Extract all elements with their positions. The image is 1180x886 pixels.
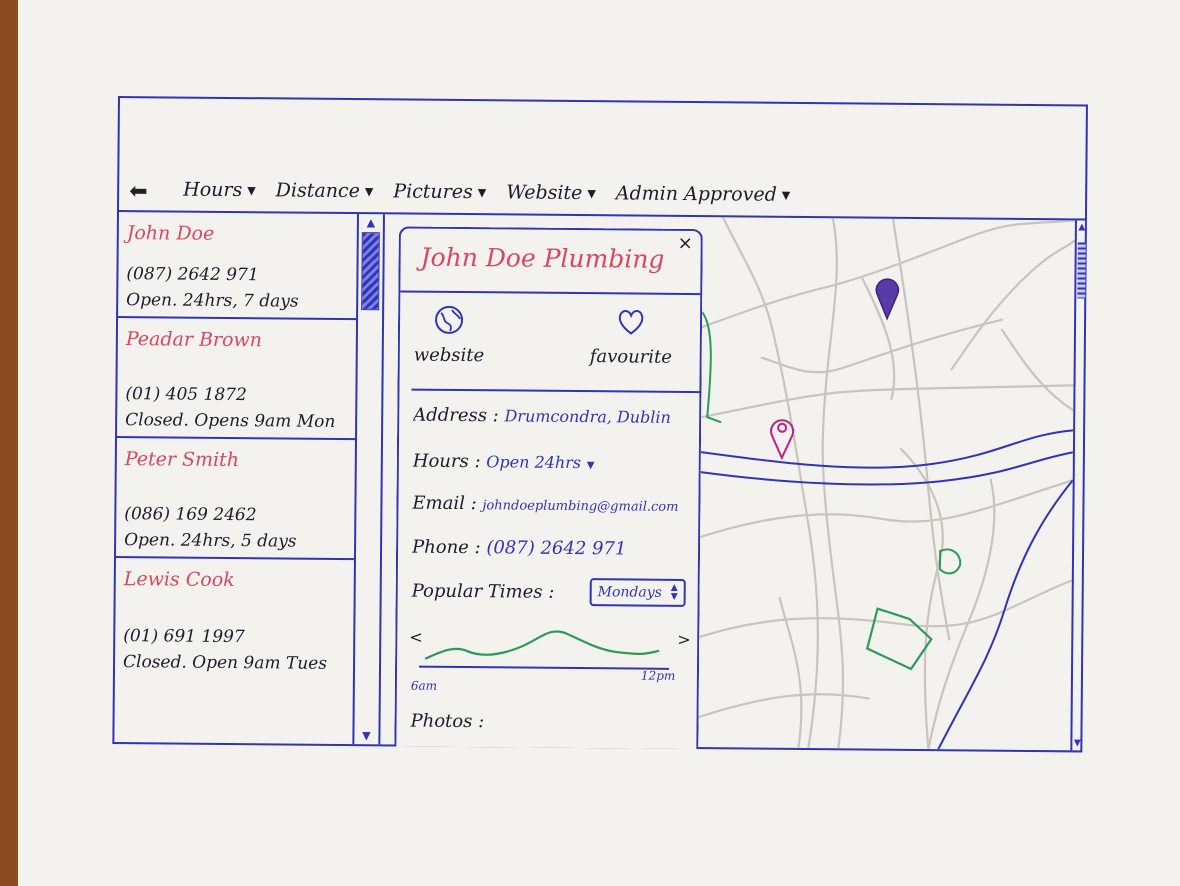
listing-phone: (01) 405 1872 <box>125 384 247 406</box>
chevron-down-icon: ▼ <box>781 188 791 202</box>
listing-phone: (086) 169 2462 <box>124 504 257 526</box>
email-link[interactable]: johndoeplumbing@gmail.com <box>482 498 679 515</box>
listing-status: Closed. Opens 9am Mon <box>125 410 336 432</box>
listing-status: Closed. Open 9am Tues <box>122 652 328 674</box>
favourite-button[interactable]: favourite <box>590 306 673 368</box>
chart-start-label: 6am <box>410 678 438 693</box>
chevron-down-icon: ▼ <box>364 184 374 198</box>
hours-value: Open 24hrs <box>486 452 582 473</box>
map-view[interactable] <box>698 217 1075 751</box>
app-window: ⬅ Hours ▼ Distance ▼ Pictures ▼ Website … <box>112 96 1088 753</box>
chart-line <box>424 630 660 660</box>
listing-name: Lewis Cook <box>123 568 235 592</box>
address-value: Drumcondra, Dublin <box>504 406 671 427</box>
scroll-up-arrow-icon[interactable]: ▲ <box>366 216 376 230</box>
listing-name: John Doe <box>126 222 215 245</box>
chart-end-label: 12pm <box>640 668 676 683</box>
back-arrow-icon[interactable]: ⬅ <box>129 179 148 205</box>
filter-website[interactable]: Website ▼ <box>506 181 596 205</box>
chevron-down-icon: ▼ <box>586 460 595 472</box>
scrollbar-thumb[interactable] <box>361 232 380 311</box>
chart-axis <box>419 665 670 670</box>
up-down-arrows-icon: ▲▼ <box>670 582 678 602</box>
magenta-map-pin-icon[interactable] <box>769 414 795 460</box>
scroll-down-arrow-icon[interactable]: ▼ <box>1073 738 1081 749</box>
close-icon[interactable]: × <box>677 232 693 255</box>
listing-phone: (01) 691 1997 <box>123 626 245 648</box>
chevron-down-icon: ▼ <box>247 183 256 197</box>
divider <box>411 388 702 394</box>
filter-admin-approved[interactable]: Admin Approved ▼ <box>615 182 791 206</box>
hours-row[interactable]: Hours : Open 24hrs ▼ <box>412 450 595 473</box>
listing-status: Open. 24hrs, 5 days <box>124 530 297 552</box>
heart-icon <box>618 309 644 335</box>
scroll-down-arrow-icon[interactable]: ▼ <box>362 729 371 743</box>
list-item[interactable]: John Doe (087) 2642 971 Open. 24hrs, 7 d… <box>118 212 357 321</box>
phone-row: Phone : (087) 2642 971 <box>411 536 627 560</box>
address-row: Address : Drumcondra, Dublin <box>413 404 671 427</box>
chevron-down-icon: ▼ <box>477 185 487 199</box>
list-item[interactable]: Peter Smith (086) 169 2462 Open. 24hrs, … <box>115 438 356 561</box>
list-item[interactable]: Lewis Cook (01) 691 1997 Closed. Open 9a… <box>115 558 354 680</box>
purple-map-pin-icon[interactable] <box>874 273 900 321</box>
email-row: Email : johndoeplumbing@gmail.com <box>412 492 679 515</box>
filter-hours[interactable]: Hours ▼ <box>183 178 256 202</box>
business-detail-panel: × John Doe Plumbing website favourite Ad… <box>394 226 703 750</box>
phone-value[interactable]: (087) 2642 971 <box>486 537 627 560</box>
divider <box>400 290 701 296</box>
filter-list: Hours ▼ Distance ▼ Pictures ▼ Website ▼ … <box>183 179 790 206</box>
popular-times-row: Popular Times : <box>411 580 555 603</box>
chart-next-arrow-icon[interactable]: > <box>677 630 689 649</box>
filter-pictures[interactable]: Pictures ▼ <box>393 180 487 204</box>
listing-scrollbar[interactable]: ▲ ▼ <box>354 214 385 745</box>
scroll-up-arrow-icon[interactable]: ▲ <box>1078 222 1086 233</box>
scrollbar-thumb[interactable] <box>1077 242 1086 299</box>
listing-phone: (087) 2642 971 <box>126 264 259 286</box>
globe-icon <box>435 305 464 334</box>
business-title: John Doe Plumbing <box>420 242 665 274</box>
listing-name: Peter Smith <box>124 448 240 472</box>
day-select[interactable]: Mondays ▲▼ <box>589 578 686 607</box>
chevron-down-icon: ▼ <box>587 186 596 200</box>
listing-list: John Doe (087) 2642 971 Open. 24hrs, 7 d… <box>114 212 359 745</box>
listing-name: Peadar Brown <box>125 328 263 352</box>
popular-times-chart: < > <box>409 628 689 670</box>
photos-row: Photos : <box>410 710 485 733</box>
filter-distance[interactable]: Distance ▼ <box>275 179 374 203</box>
list-item[interactable]: Peadar Brown (01) 405 1872 Closed. Opens… <box>117 318 357 441</box>
chart-prev-arrow-icon[interactable]: < <box>409 628 423 647</box>
listing-status: Open. 24hrs, 7 days <box>126 290 299 312</box>
website-button[interactable]: website <box>414 305 485 366</box>
